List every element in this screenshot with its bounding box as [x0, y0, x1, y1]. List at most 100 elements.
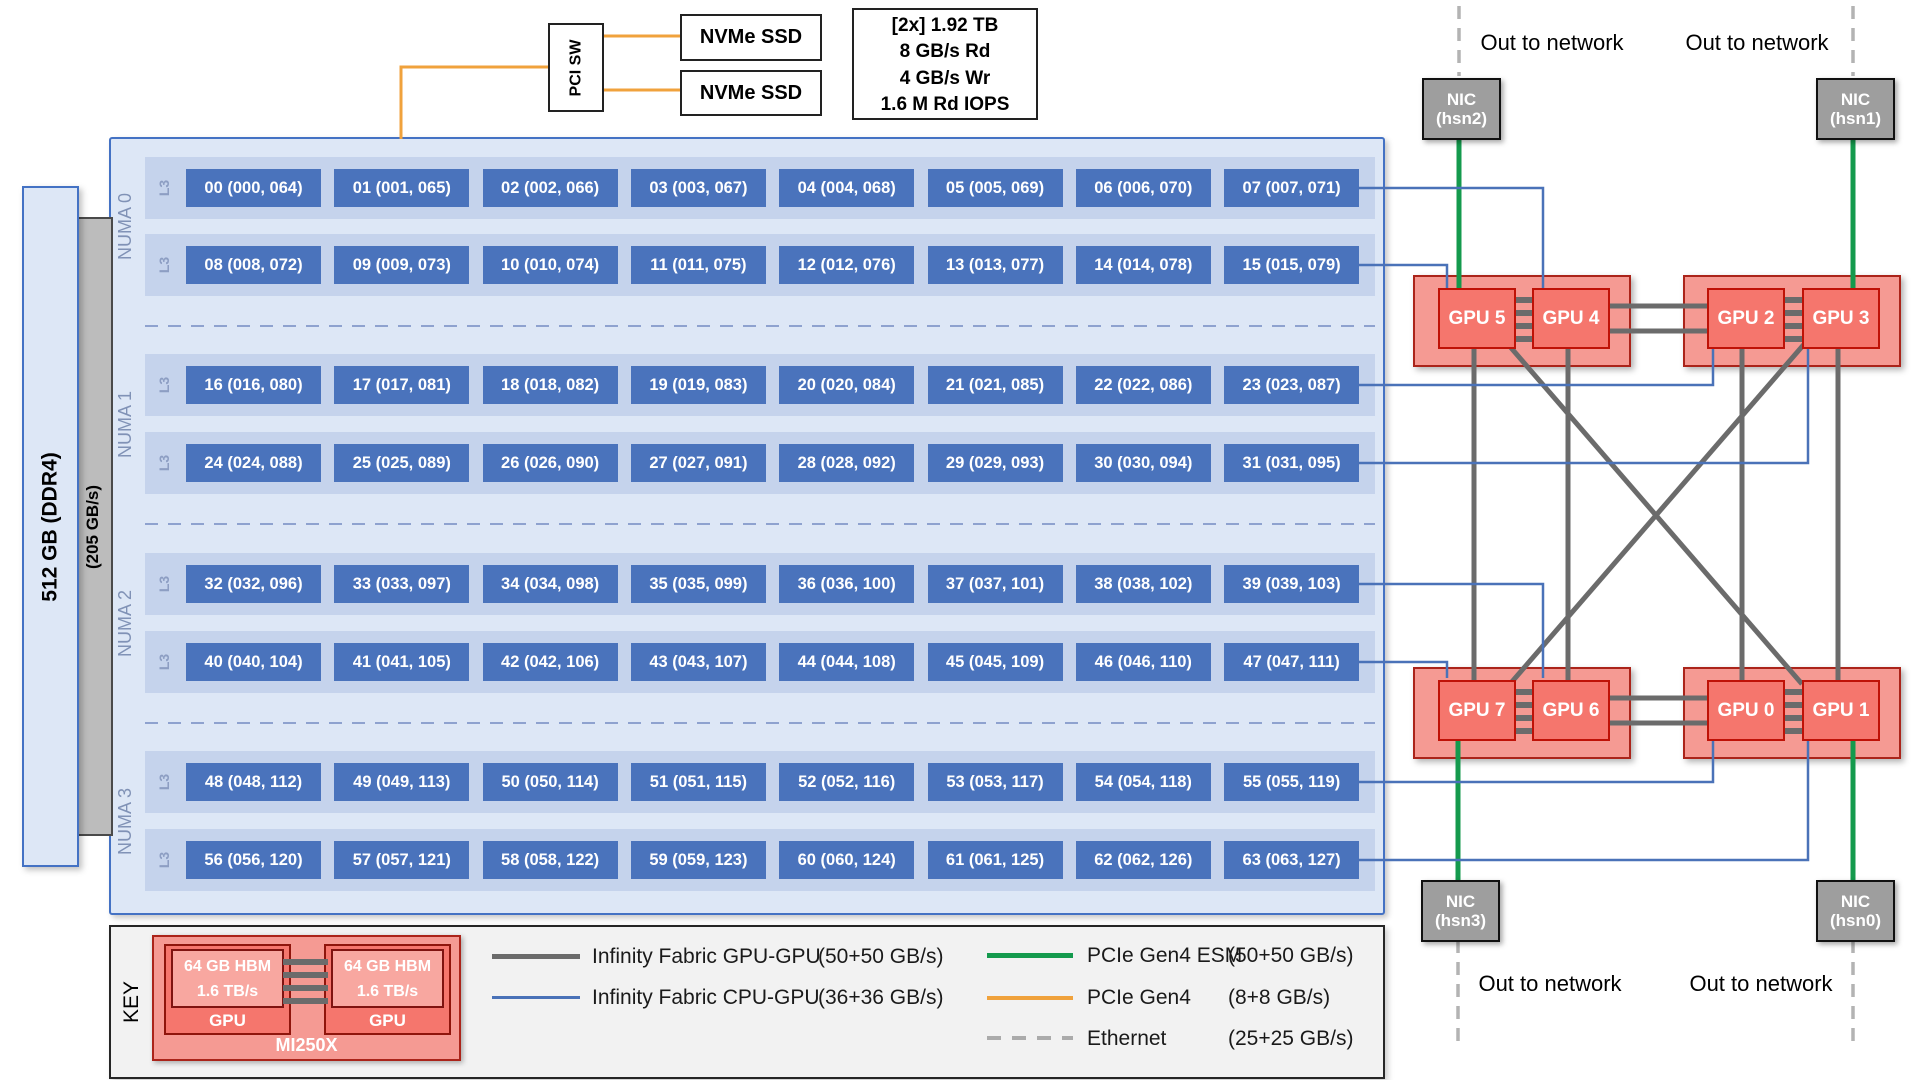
nvme-spec-line: 8 GB/s Rd	[899, 41, 991, 62]
key-link-bar	[283, 985, 328, 991]
numa-domain-label-text: NUMA 1	[115, 390, 136, 458]
core-cell: 12 (012, 076)	[779, 246, 915, 284]
nvme-spec-line: 1.6 M Rd IOPS	[880, 94, 1010, 115]
core-cell: 61 (061, 125)	[927, 841, 1063, 879]
core-cell: 19 (019, 083)	[630, 366, 766, 404]
gpu-box: GPU 7	[1438, 680, 1516, 741]
legend-name: Ethernet	[1087, 1027, 1167, 1050]
core-cell: 25 (025, 089)	[334, 444, 470, 482]
legend-rate: (50+50 GB/s)	[818, 945, 944, 968]
core-cell: 43 (043, 107)	[630, 643, 766, 681]
key-link-bar	[283, 998, 328, 1004]
key-hbm-capacity: 64 GB HBM	[183, 957, 272, 975]
core-cell: 38 (038, 102)	[1075, 565, 1211, 603]
l3-cache-label: L3	[147, 163, 181, 213]
nvme-spec-line: [2x] 1.92 TB	[891, 14, 999, 36]
nvme-ssd-box-2: NVMe SSD	[680, 70, 822, 116]
core-cell: 03 (003, 067)	[630, 169, 766, 207]
key-link-bar	[283, 959, 328, 965]
legend-name: PCIe Gen4	[1087, 986, 1191, 1009]
core-cell: 54 (054, 118)	[1075, 763, 1211, 801]
core-cell: 26 (026, 090)	[482, 444, 618, 482]
pci-switch-box: PCI SW	[548, 23, 604, 112]
core-cell: 51 (051, 115)	[630, 763, 766, 801]
nvme-ssd-box-1: NVMe SSD	[680, 14, 822, 61]
core-cell: 07 (007, 071)	[1224, 169, 1360, 207]
core-cell: 13 (013, 077)	[927, 246, 1063, 284]
nic-port-label: (hsn0)	[1830, 911, 1881, 930]
pci-switch-label: PCI SW	[567, 39, 585, 96]
numa-domain-label-3: NUMA 3	[111, 741, 141, 901]
core-cell: 30 (030, 094)	[1075, 444, 1211, 482]
legend-name: Infinity Fabric GPU-GPU	[592, 945, 821, 968]
core-cell: 32 (032, 096)	[186, 565, 321, 603]
key-gcd-right: 64 GB HBM 1.6 TB/s GPU	[324, 944, 451, 1035]
core-cell: 05 (005, 069)	[927, 169, 1063, 207]
core-cell: 17 (017, 081)	[334, 366, 470, 404]
gpu-box: GPU 1	[1802, 680, 1880, 741]
nic-box-1: NIC(hsn1)	[1816, 78, 1895, 140]
legend-rate: (50+50 GB/s)	[1228, 944, 1354, 967]
nvme-ssd-label-2: NVMe SSD	[699, 81, 803, 104]
nvme-specs-box: [2x] 1.92 TB 8 GB/s Rd 4 GB/s Wr 1.6 M R…	[852, 8, 1038, 120]
legend-name: PCIe Gen4 ESM	[1087, 944, 1243, 967]
nic-box-0: NIC(hsn2)	[1422, 78, 1501, 140]
l3-cache-label-text: L3	[156, 454, 172, 472]
l3-cache-label-text: L3	[156, 256, 172, 274]
core-cell: 60 (060, 124)	[779, 841, 915, 879]
core-cell: 40 (040, 104)	[186, 643, 321, 681]
gpu-box: GPU 4	[1532, 288, 1610, 349]
core-cell: 14 (014, 078)	[1075, 246, 1211, 284]
dram-bandwidth-label: (205 GB/s)	[83, 484, 102, 569]
out-to-network-label: Out to network	[1685, 30, 1829, 55]
core-cell: 23 (023, 087)	[1224, 366, 1360, 404]
core-cell: 04 (004, 068)	[779, 169, 915, 207]
numa-separator	[145, 523, 1375, 525]
core-cell: 08 (008, 072)	[186, 246, 321, 284]
l3-cache-label: L3	[147, 559, 181, 609]
dram-bandwidth-bar: (205 GB/s)	[73, 217, 113, 836]
nic-label: NIC	[1840, 90, 1871, 109]
gpu-box: GPU 5	[1438, 288, 1516, 349]
numa-domain-label-text: NUMA 2	[115, 589, 136, 657]
out-to-network-label: Out to network	[1689, 971, 1833, 996]
gpu-box: GPU 2	[1707, 288, 1785, 349]
core-cell: 16 (016, 080)	[186, 366, 321, 404]
core-cell: 55 (055, 119)	[1224, 763, 1360, 801]
legend-swatch-pcie-esm	[987, 953, 1073, 958]
ethernet-lines	[1456, 6, 1855, 1050]
core-cell: 37 (037, 101)	[927, 565, 1063, 603]
l3-cache-label-text: L3	[156, 179, 172, 197]
nic-label: NIC	[1446, 90, 1477, 109]
core-cell: 56 (056, 120)	[186, 841, 321, 879]
nic-box-2: NIC(hsn3)	[1421, 880, 1500, 942]
key-hbm-box: 64 GB HBM 1.6 TB/s	[171, 949, 284, 1008]
core-cell: 27 (027, 091)	[630, 444, 766, 482]
pcie-esm-lines	[1455, 134, 1856, 881]
core-cell: 62 (062, 126)	[1075, 841, 1211, 879]
key-box: KEY 64 GB HBM 1.6 TB/s GPU 64 GB HBM 1.6…	[109, 925, 1385, 1079]
l3-cache-label-text: L3	[156, 653, 172, 671]
gpu-box: GPU 0	[1707, 680, 1785, 741]
core-cell: 59 (059, 123)	[630, 841, 766, 879]
core-cell: 49 (049, 113)	[334, 763, 470, 801]
core-cell: 48 (048, 112)	[186, 763, 321, 801]
l3-cache-label: L3	[147, 240, 181, 290]
nic-label: NIC	[1445, 892, 1476, 911]
legend-swatch-if-gpu-gpu	[492, 954, 580, 959]
l3-cache-label-text: L3	[156, 851, 172, 869]
nic-port-label: (hsn2)	[1436, 109, 1487, 128]
nvme-ssd-label-1: NVMe SSD	[699, 26, 803, 48]
l3-cache-label: L3	[147, 757, 181, 807]
nic-port-label: (hsn3)	[1435, 911, 1486, 930]
legend-name: Infinity Fabric CPU-GPU	[592, 986, 820, 1009]
l3-cache-label: L3	[147, 637, 181, 687]
core-cell: 44 (044, 108)	[779, 643, 915, 681]
core-cell: 11 (011, 075)	[630, 246, 766, 284]
core-cell: 01 (001, 065)	[334, 169, 470, 207]
